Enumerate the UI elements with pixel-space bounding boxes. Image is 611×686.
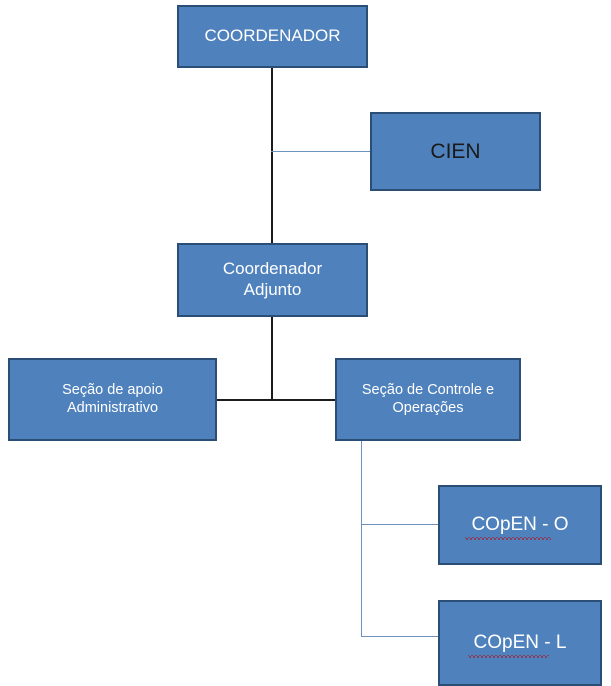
node-copen-l-label: COpEN - L: [467, 631, 573, 658]
node-secao-de-apoio-administrativo-label: Seção de apoio Administrativo: [62, 381, 163, 416]
node-coordenador[interactable]: COORDENADOR: [177, 5, 368, 68]
connector-controle-to-copen-o: [361, 524, 439, 526]
connector-adjunto-down: [271, 317, 273, 400]
node-secao-de-controle-e-operacoes-label: Seção de Controle e Operações: [361, 381, 495, 416]
node-copen-o[interactable]: COpEN - O: [438, 485, 602, 565]
node-copen-o-label: COpEN - O: [465, 513, 574, 540]
connector-controle-down: [361, 441, 363, 637]
connector-controle-to-copen-l: [361, 636, 439, 638]
connector-coordenador-to-adjunto: [271, 68, 273, 244]
node-coordenador-label: COORDENADOR: [204, 26, 341, 46]
node-coordenador-adjunto[interactable]: Coordenador Adjunto: [177, 243, 368, 317]
node-secao-de-apoio-administrativo[interactable]: Seção de apoio Administrativo: [8, 358, 217, 441]
node-cien-label: CIEN: [430, 139, 481, 163]
node-cien[interactable]: CIEN: [370, 112, 541, 191]
node-copen-l[interactable]: COpEN - L: [438, 600, 602, 686]
node-secao-de-controle-e-operacoes[interactable]: Seção de Controle e Operações: [335, 358, 521, 441]
connector-coordenador-to-cien: [271, 151, 370, 153]
connector-secao-sibling-bar: [216, 399, 336, 401]
node-coordenador-adjunto-label: Coordenador Adjunto: [222, 259, 323, 299]
